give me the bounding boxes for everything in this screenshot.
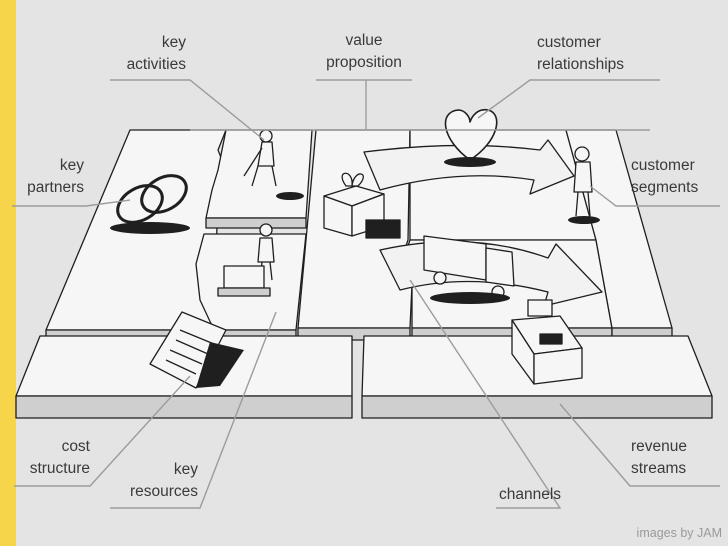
- label-value-proposition: value proposition: [326, 32, 402, 71]
- leader-lines: [12, 79, 720, 509]
- label-customer-segments: customer segments: [631, 157, 699, 196]
- label-cost-structure: cost structure: [29, 438, 90, 477]
- truck-icon: [423, 235, 515, 304]
- gift-box-icon: [323, 172, 401, 239]
- label-revenue-streams: revenue streams: [631, 438, 688, 477]
- worker-with-boxes-icon: [217, 223, 275, 297]
- heart-icon: [444, 108, 498, 167]
- cash-register-icon: [511, 299, 583, 385]
- accent-bar: [0, 0, 16, 546]
- block-key-activities: [205, 129, 313, 229]
- image-credit: images by JAM: [636, 526, 722, 540]
- label-customer-relationships: customer relationships: [537, 34, 625, 73]
- label-channels: channels: [499, 486, 562, 503]
- rings-icon: [116, 174, 188, 224]
- label-key-activities: key activities: [126, 34, 186, 73]
- customer-figure-icon: [568, 146, 600, 224]
- document-icon: [149, 311, 244, 389]
- label-key-partners: key partners: [27, 157, 84, 196]
- label-key-resources: key resources: [129, 461, 198, 500]
